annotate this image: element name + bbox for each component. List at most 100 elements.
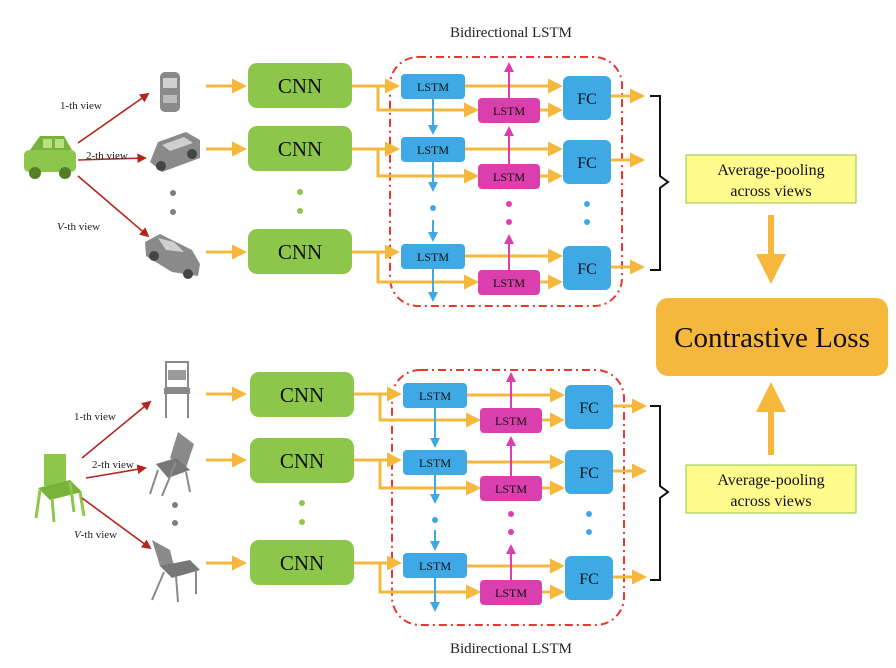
- view-arrow-2: [85, 464, 147, 479]
- fc-box: [565, 385, 613, 429]
- fc-box: [563, 76, 611, 120]
- lstm-backward-box: [478, 164, 540, 189]
- pooling-label-line1: Average-pooling: [717, 472, 824, 489]
- fc-box: [563, 246, 611, 290]
- lstm-forward-box: [403, 450, 467, 475]
- lstm-forward-label: LSTM: [419, 559, 451, 573]
- cnn-label: CNN: [278, 137, 322, 161]
- lstm-forward-label: LSTM: [419, 456, 451, 470]
- contrastive-loss-label: Contrastive Loss: [674, 322, 870, 354]
- ellipsis-dot: [297, 189, 303, 195]
- view-label-v: V-th view: [74, 529, 117, 541]
- lstm-forward-label: LSTM: [419, 389, 451, 403]
- contrastive-loss-box: [656, 298, 888, 376]
- lstm-backward-label: LSTM: [495, 414, 527, 428]
- pooling-box: [685, 154, 857, 204]
- cnn-box: [250, 438, 354, 483]
- ellipsis-dot: [586, 529, 592, 535]
- ellipsis-dot: [432, 517, 438, 523]
- lstm-forward-label: LSTM: [417, 80, 449, 94]
- lstm-forward-box: [401, 244, 465, 269]
- ellipsis-dot: [172, 520, 178, 526]
- fc-label: FC: [577, 261, 597, 278]
- view-arrow-3: [81, 497, 152, 550]
- fc-box: [565, 450, 613, 494]
- pooling-box: [685, 464, 857, 514]
- ellipsis-dot: [508, 529, 514, 535]
- lstm-forward-box: [403, 383, 467, 408]
- bottom-branch: Bidirectional LSTM 1-th view 2-th view V…: [34, 361, 857, 657]
- cnn-box: [248, 126, 352, 171]
- view-label-2: 2-th view: [86, 150, 128, 162]
- curly-brace: [650, 95, 670, 271]
- gray-car-icon: [150, 132, 200, 172]
- lstm-forward-box: [401, 74, 465, 99]
- arrow-cnn-lstm-back: [376, 252, 479, 290]
- arrow-cnn-lstm-back: [378, 394, 481, 428]
- ellipsis-dot: [586, 511, 592, 517]
- lstm-backward-label: LSTM: [495, 586, 527, 600]
- view-arrow-3: [77, 175, 150, 238]
- gray-chair-icon: [149, 432, 194, 497]
- curly-brace: [650, 405, 670, 581]
- lstm-backward-label: LSTM: [493, 104, 525, 118]
- pooling-label-line2: across views: [730, 183, 811, 200]
- cnn-label: CNN: [278, 74, 322, 98]
- top-bilstm-dashed-box: [389, 56, 623, 307]
- fc-label: FC: [579, 465, 599, 482]
- pooling-label-line1: Average-pooling: [717, 162, 824, 179]
- view-arrow-1: [81, 400, 152, 459]
- top-branch: Bidirectional LSTM 1-th view 2-th view V…: [24, 25, 857, 307]
- lstm-backward-box: [480, 580, 542, 605]
- lstm-backward-box: [478, 270, 540, 295]
- fc-label: FC: [577, 155, 597, 172]
- lstm-backward-label: LSTM: [493, 276, 525, 290]
- ellipsis-dot: [299, 500, 305, 506]
- gray-car-icon: [145, 234, 200, 279]
- lstm-forward-label: LSTM: [417, 143, 449, 157]
- ellipsis-dot: [506, 219, 512, 225]
- fc-label: FC: [579, 571, 599, 588]
- cnn-label: CNN: [280, 449, 324, 473]
- fc-box: [563, 140, 611, 184]
- gray-chair-icon: [164, 361, 190, 418]
- lstm-backward-box: [480, 476, 542, 501]
- view-arrow-1: [77, 92, 150, 144]
- view-label-v: V-th view: [57, 221, 100, 233]
- fc-box: [565, 556, 613, 600]
- arrow-cnn-lstm-back: [376, 149, 479, 184]
- arrow-cnn-lstm-back: [376, 86, 479, 118]
- view-label-1: 1-th view: [60, 100, 102, 112]
- ellipsis-dot: [508, 511, 514, 517]
- fc-label: FC: [577, 91, 597, 108]
- lstm-forward-box: [403, 553, 467, 578]
- cnn-box: [250, 372, 354, 417]
- pooling-label-line2: across views: [730, 493, 811, 510]
- cnn-label: CNN: [280, 551, 324, 575]
- top-bilstm-title: Bidirectional LSTM: [450, 25, 572, 41]
- view-label-1: 1-th view: [74, 411, 116, 423]
- arrow-cnn-lstm-back: [378, 460, 481, 496]
- gray-car-icon: [160, 72, 180, 112]
- cnn-box: [248, 229, 352, 274]
- lstm-forward-box: [401, 137, 465, 162]
- view-label-2: 2-th view: [92, 459, 134, 471]
- cnn-label: CNN: [280, 383, 324, 407]
- fc-label: FC: [579, 400, 599, 417]
- lstm-backward-label: LSTM: [495, 482, 527, 496]
- lstm-backward-label: LSTM: [493, 170, 525, 184]
- ellipsis-dot: [170, 209, 176, 215]
- ellipsis-dot: [172, 502, 178, 508]
- ellipsis-dot: [584, 219, 590, 225]
- cnn-label: CNN: [278, 240, 322, 264]
- ellipsis-dot: [170, 190, 176, 196]
- view-arrow-2: [77, 153, 147, 164]
- cnn-box: [248, 63, 352, 108]
- ellipsis-dot: [297, 208, 303, 214]
- ellipsis-dot: [430, 205, 436, 211]
- lstm-backward-box: [480, 408, 542, 433]
- gray-chair-icon: [151, 540, 200, 603]
- bottom-bilstm-title: Bidirectional LSTM: [450, 641, 572, 657]
- cnn-box: [250, 540, 354, 585]
- lstm-backward-box: [478, 98, 540, 123]
